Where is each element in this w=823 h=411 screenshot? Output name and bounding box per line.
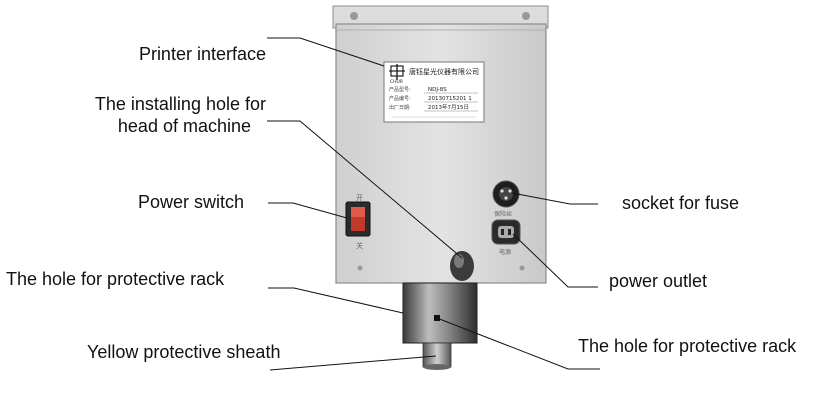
nameplate-title: 唐钰星光仪器有限公司 — [409, 67, 479, 76]
switch-mark-on: 开 — [356, 194, 363, 202]
nameplate-row-1-value: NDJ-8S — [428, 87, 447, 93]
label-hole-protective-rack-left: The hole for protective rack — [6, 269, 225, 289]
nameplate-row-3-value: 2013年7月15日 — [428, 103, 469, 111]
installing-hole-knob — [450, 251, 474, 281]
nameplate-row-3-label: 出厂日期: — [389, 104, 411, 111]
label-printer-interface: Printer interface — [138, 44, 266, 64]
nameplate-row-2-value: 20130715201 1 — [428, 96, 472, 102]
power-switch: 开 关 — [345, 194, 371, 250]
fuse-socket: 保险丝 — [492, 180, 520, 218]
housing-screws — [357, 265, 525, 271]
top-bracket — [332, 5, 549, 29]
label-power-outlet: power outlet — [609, 271, 708, 291]
label-power-switch: Power switch — [137, 192, 244, 212]
leader-lines — [267, 37, 600, 371]
fuse-socket-mark: 保险丝 — [494, 210, 512, 218]
power-outlet-mark: 电源 — [499, 248, 511, 256]
brand-logo-text: CHUR — [390, 79, 403, 85]
nameplate-row-1-label: 产品型号: — [389, 86, 411, 93]
label-hole-protective-rack-right: The hole for protective rack — [578, 336, 797, 356]
label-yellow-protective-sheath: Yellow protective sheath — [87, 342, 281, 362]
label-socket-for-fuse: socket for fuse — [622, 193, 740, 213]
machine-head-cylinder — [402, 282, 478, 370]
brand-logo-icon — [389, 64, 405, 80]
nameplate: CHUR 唐钰星光仪器有限公司 产品型号: NDJ-8S 产品编号: 20130… — [383, 61, 485, 123]
label-installing-hole-line-1: The installing hole for — [94, 94, 266, 114]
label-installing-hole-line-2: head of machine — [117, 116, 251, 136]
switch-mark-off: 关 — [356, 241, 363, 250]
power-outlet: 电源 — [491, 219, 521, 256]
nameplate-row-2-label: 产品编号: — [389, 95, 411, 102]
